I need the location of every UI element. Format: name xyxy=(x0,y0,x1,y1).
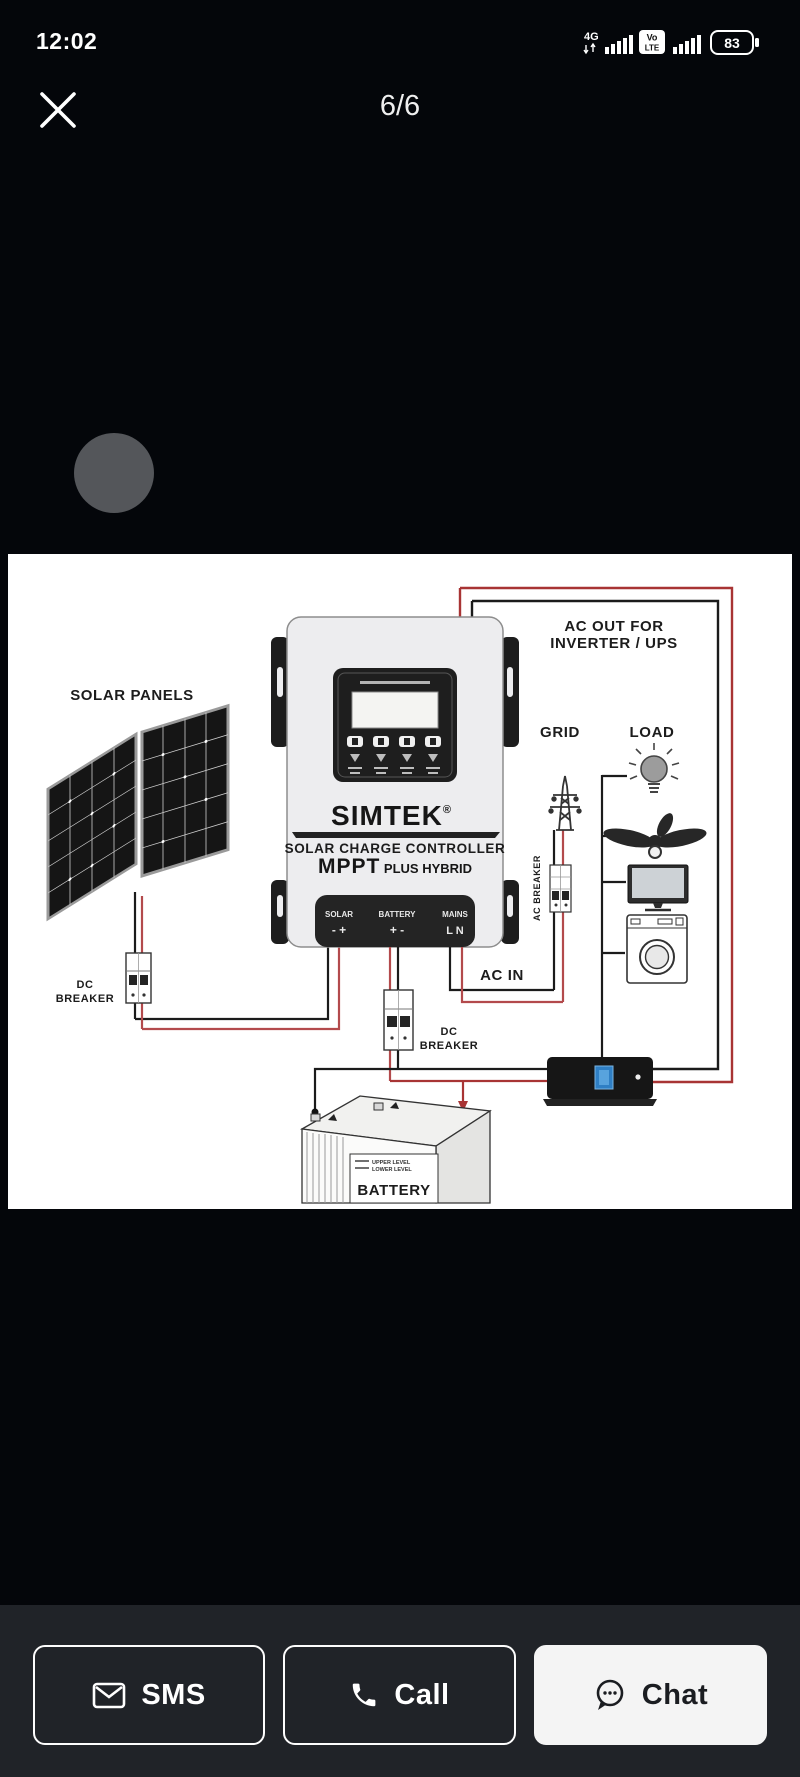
svg-text:LTE: LTE xyxy=(645,44,660,53)
ac-breaker xyxy=(549,864,572,913)
grid-label: GRID xyxy=(540,724,580,741)
battery-icon: 83 xyxy=(710,30,759,55)
ac-in-label: AC IN xyxy=(480,967,524,984)
status-time: 12:02 xyxy=(36,28,98,54)
svg-text:Vo: Vo xyxy=(647,33,658,43)
dc-breaker-2-label-dc: DC xyxy=(440,1026,457,1038)
mounting-brackets xyxy=(271,637,519,944)
ac-out-label-1: AC OUT FOR xyxy=(564,618,663,635)
close-icon[interactable] xyxy=(36,88,80,132)
call-button[interactable]: Call xyxy=(283,1645,516,1745)
ac-in-wires xyxy=(448,830,565,1004)
logo-bar xyxy=(292,832,500,838)
svg-text:MAINS: MAINS xyxy=(442,910,468,919)
battery-wires xyxy=(313,947,547,1110)
dc-breaker-2 xyxy=(383,989,414,1051)
signal-bars-icon-2 xyxy=(673,35,701,54)
dc-breaker-1-label-dc: DC xyxy=(76,979,93,991)
svg-text:SOLAR: SOLAR xyxy=(325,910,353,919)
action-bar: SMS Call Chat xyxy=(0,1605,800,1777)
light-bulb-icon xyxy=(628,743,680,793)
battery-lower-level: LOWER LEVEL xyxy=(372,1167,412,1173)
sms-button[interactable]: SMS xyxy=(33,1645,265,1745)
chat-icon xyxy=(596,1679,624,1710)
page-counter: 6/6 xyxy=(379,90,421,122)
battery-upper-level: UPPER LEVEL xyxy=(372,1160,411,1166)
svg-text:L N: L N xyxy=(446,925,464,937)
volte-icon: Vo LTE xyxy=(639,30,665,54)
solar-wires xyxy=(133,892,341,1031)
call-label: Call xyxy=(394,1678,450,1711)
product-line: SOLAR CHARGE CONTROLLER xyxy=(285,841,506,856)
svg-text:+ -: + - xyxy=(390,923,404,937)
ceiling-fan-icon xyxy=(603,813,707,859)
network-4g-icon: 4G xyxy=(583,31,599,55)
ac-out-label-2: INVERTER / UPS xyxy=(550,635,678,652)
status-icons: 4G Vo LTE 83 xyxy=(583,30,759,55)
terminal-block: SOLAR - + BATTERY + - MAINS L N xyxy=(315,895,475,947)
product-image[interactable]: AC OUT FOR INVERTER / UPS SOLAR PANELS xyxy=(8,554,792,1209)
load-bus-wires xyxy=(600,774,627,1057)
washing-machine-icon xyxy=(626,914,688,984)
battery-positive-arrow xyxy=(458,1101,468,1112)
display-indicator-icons xyxy=(348,754,440,774)
load-label: LOAD xyxy=(630,724,675,741)
sms-icon xyxy=(93,1682,126,1708)
solar-panel-left xyxy=(46,731,138,922)
dc-breaker-1-label-breaker: BREAKER xyxy=(56,993,115,1005)
controller-display xyxy=(333,668,457,782)
display-buttons xyxy=(347,736,441,747)
dc-breaker-1 xyxy=(125,952,152,1004)
svg-text:83: 83 xyxy=(724,35,740,51)
svg-text:BATTERY: BATTERY xyxy=(379,910,417,919)
chat-button[interactable]: Chat xyxy=(534,1645,767,1745)
svg-text:- +: - + xyxy=(332,923,346,937)
inverter-icon xyxy=(543,1057,657,1106)
solar-panels-label: SOLAR PANELS xyxy=(70,687,194,704)
wiring-diagram: AC OUT FOR INVERTER / UPS SOLAR PANELS xyxy=(46,586,734,1204)
tv-icon xyxy=(627,864,689,912)
signal-bars-icon-1 xyxy=(605,35,633,54)
svg-text:4G: 4G xyxy=(584,31,599,43)
solar-panel-right xyxy=(140,703,230,878)
ac-out-loop-wires xyxy=(458,586,734,1084)
sms-label: SMS xyxy=(141,1678,206,1711)
mppt-line: MPPT PLUS HYBRID xyxy=(318,855,472,878)
brand-logo: SIMTEK® xyxy=(331,800,451,831)
charge-controller: SIMTEK® SOLAR CHARGE CONTROLLER MPPT PLU… xyxy=(271,616,519,948)
overlay-dot xyxy=(74,433,154,513)
dc-breaker-2-label-breaker: BREAKER xyxy=(420,1040,479,1052)
ac-breaker-label: AC BREAKER xyxy=(532,855,542,921)
battery-icon-diagram: UPPER LEVEL LOWER LEVEL BATTERY xyxy=(299,1095,492,1204)
chat-label: Chat xyxy=(641,1678,709,1711)
battery-label: BATTERY xyxy=(357,1182,430,1199)
call-icon xyxy=(353,1683,376,1707)
grid-tower-icon xyxy=(548,775,582,831)
